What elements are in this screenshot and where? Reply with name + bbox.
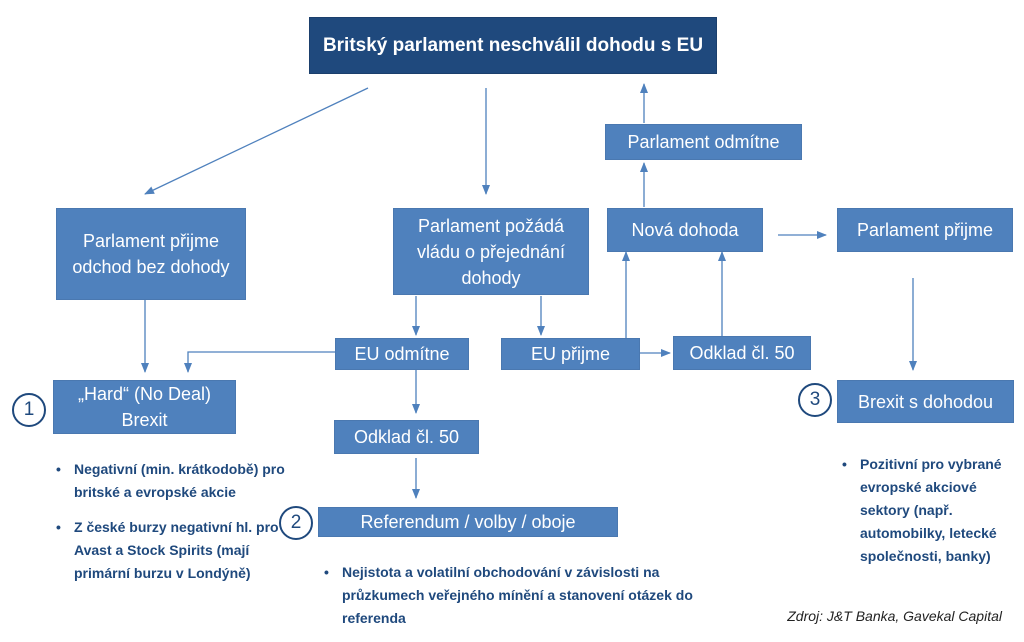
hard-brexit-box: „Hard“ (No Deal) Brexit	[53, 380, 236, 434]
referendum-notes: Nejistota a volatilní obchodování v závi…	[320, 561, 720, 630]
no-deal-accept-box: Parlament přijme odchod bez dohody	[56, 208, 246, 300]
scenario-3-badge: 3	[798, 383, 832, 417]
eu-accepts-box: EU přijme	[501, 338, 640, 370]
brexit-deal-notes: Pozitivní pro vybrané evropské akciové s…	[838, 453, 1018, 568]
hard-brexit-notes: Negativní (min. krátkodobě) pro britské …	[52, 458, 292, 585]
renegotiate-box: Parlament požádá vládu o přejednání doho…	[393, 208, 589, 295]
note-item: Negativní (min. krátkodobě) pro britské …	[52, 458, 292, 504]
title-box: Britský parlament neschválil dohodu s EU	[309, 17, 717, 74]
referendum-box: Referendum / volby / oboje	[318, 507, 618, 537]
delay-center-box: Odklad čl. 50	[334, 420, 479, 454]
note-item: Z české burzy negativní hl. pro Avast a …	[52, 516, 292, 585]
parliament-accepts-box: Parlament přijme	[837, 208, 1013, 252]
note-item: Nejistota a volatilní obchodování v závi…	[320, 561, 720, 630]
delay-right-box: Odklad čl. 50	[673, 336, 811, 370]
arrow-title-to-no-deal	[144, 87, 369, 195]
eu-rejects-box: EU odmítne	[335, 338, 469, 370]
new-deal-box: Nová dohoda	[607, 208, 763, 252]
brexit-deal-box: Brexit s dohodou	[837, 380, 1014, 423]
source-caption: Zdroj: J&T Banka, Gavekal Capital	[787, 608, 1002, 624]
parliament-rejects-box: Parlament odmítne	[605, 124, 802, 160]
note-item: Pozitivní pro vybrané evropské akciové s…	[838, 453, 1018, 568]
scenario-1-badge: 1	[12, 393, 46, 427]
arrow-eu-rejects-to-hard	[184, 351, 335, 373]
